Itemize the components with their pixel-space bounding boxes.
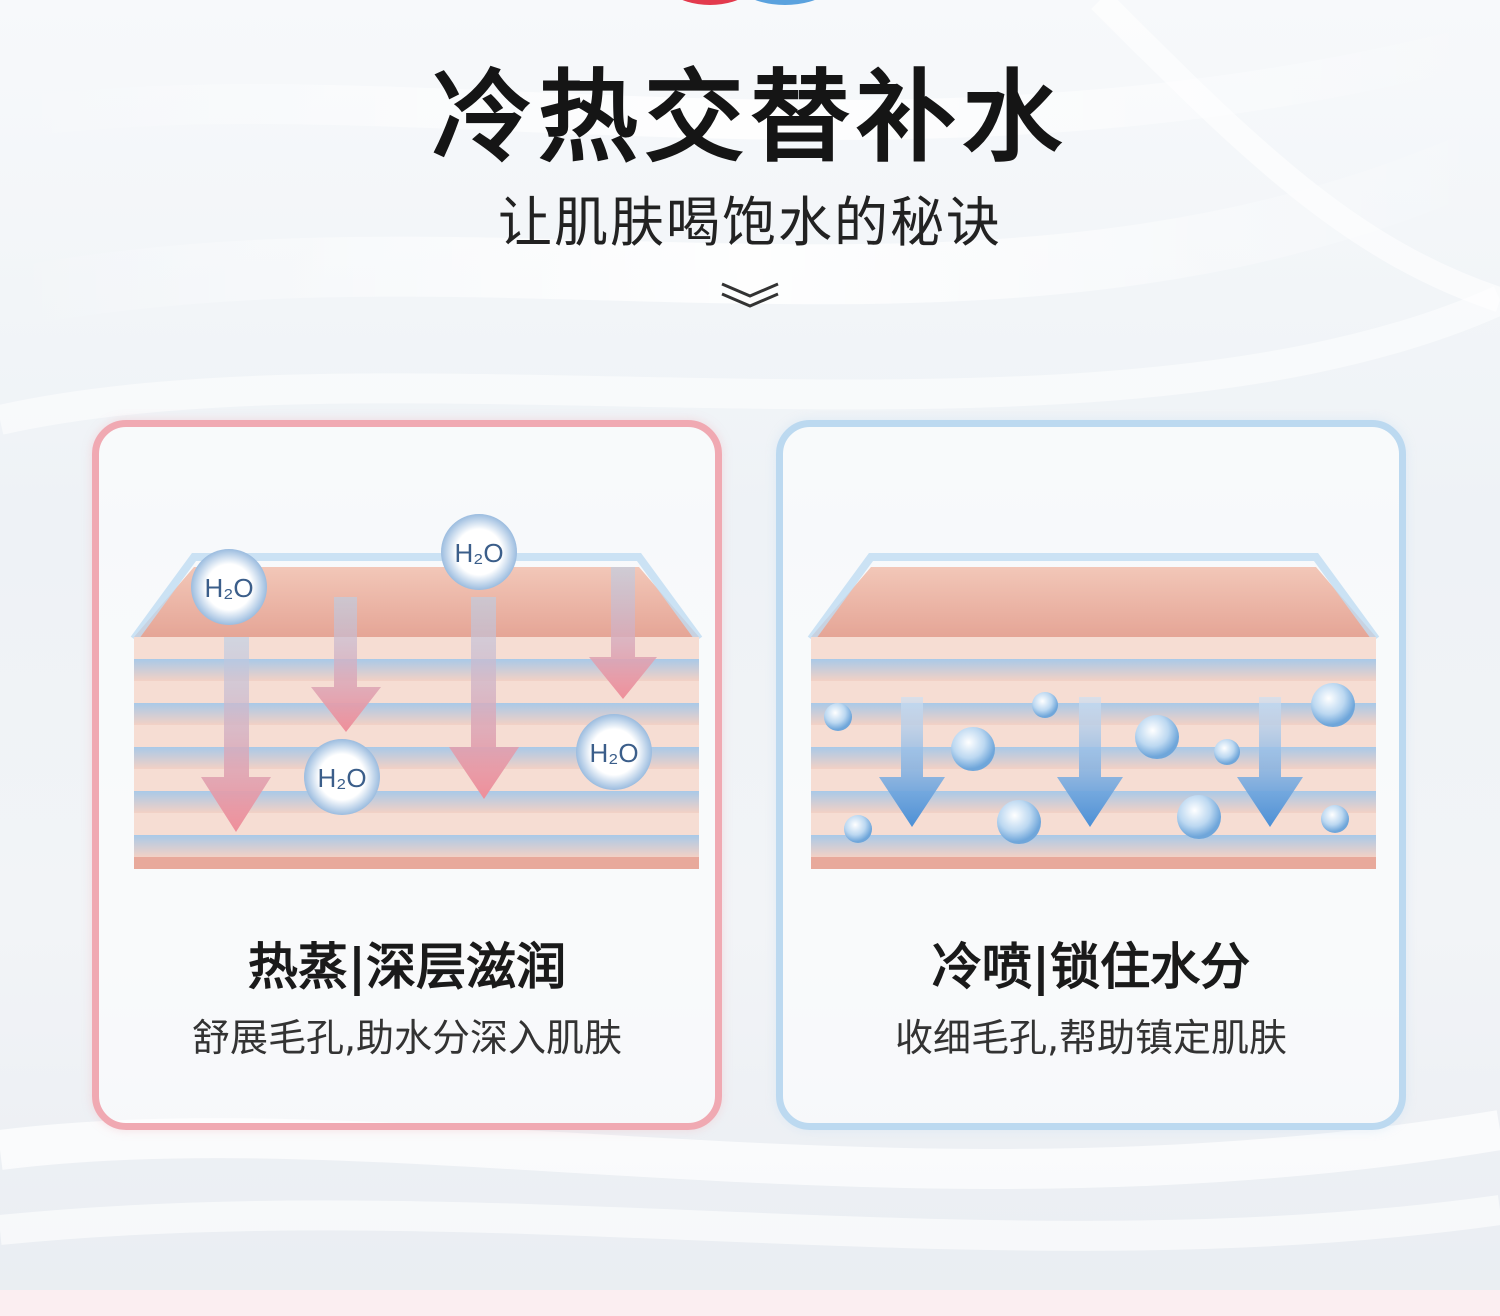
- page-title: 冷热交替补水: [432, 59, 1068, 176]
- water-molecule-icon: H₂O: [441, 514, 517, 590]
- svg-text:H₂O: H₂O: [454, 538, 503, 568]
- skin-layer-illustration-hot: H₂O H₂O H₂O H₂O: [130, 514, 703, 869]
- top-decoration: [682, 0, 815, 5]
- card-description: 收细毛孔,帮助镇定肌肤: [894, 1016, 1288, 1060]
- water-molecule-icon: H₂O: [304, 739, 380, 815]
- chevron-double-down-icon: [721, 282, 779, 308]
- bottom-band: [0, 1290, 1500, 1316]
- cold-spray-card: 冷喷|锁住水分 收细毛孔,帮助镇定肌肤: [776, 420, 1406, 1130]
- water-molecule-icon: H₂O: [576, 714, 652, 790]
- page-subtitle: 让肌肤喝饱水的秘诀: [498, 191, 1002, 254]
- arrow-down-icon: [879, 697, 1303, 827]
- water-molecule-icon: H₂O: [191, 549, 267, 625]
- card-title: 热蒸|深层滋润: [247, 938, 567, 996]
- water-droplet-icon: [824, 683, 1355, 844]
- svg-text:H₂O: H₂O: [317, 763, 366, 793]
- card-description: 舒展毛孔,助水分深入肌肤: [191, 1016, 623, 1060]
- svg-text:H₂O: H₂O: [589, 738, 638, 768]
- card-title: 冷喷|锁住水分: [931, 938, 1251, 996]
- svg-text:H₂O: H₂O: [204, 573, 253, 603]
- hot-steam-card: H₂O H₂O H₂O H₂O 热蒸|深层滋润 舒展毛孔,助水分深入肌肤: [92, 420, 722, 1130]
- skin-layer-illustration-cold: [807, 553, 1380, 869]
